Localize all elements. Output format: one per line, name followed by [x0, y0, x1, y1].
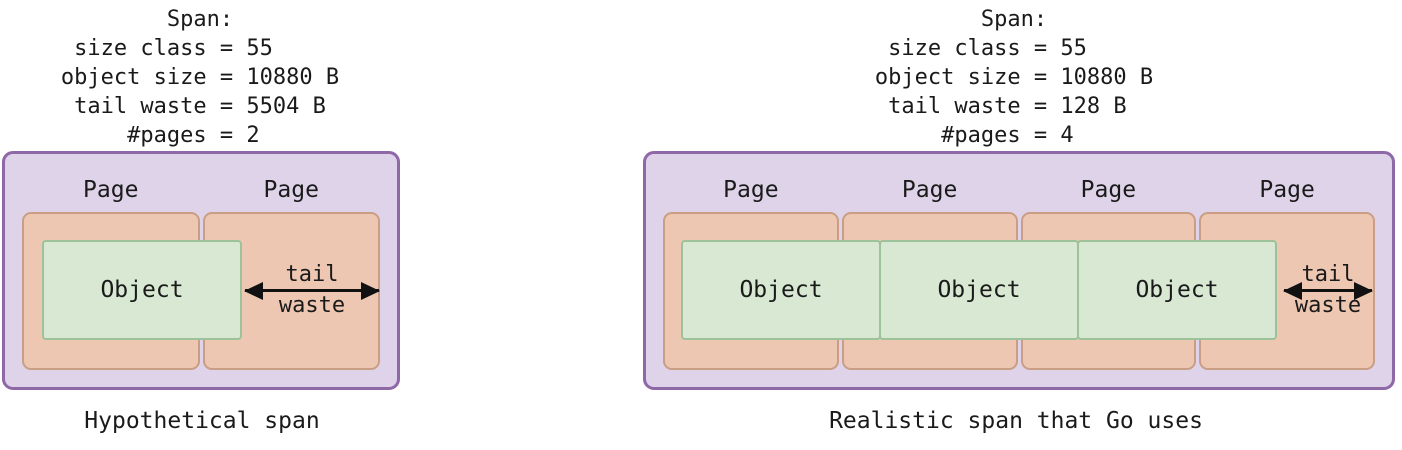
object-block: Object [1077, 240, 1277, 340]
size-class-line: size class = 55 [874, 36, 1087, 61]
tail-waste-line: tail waste = 5504 B [60, 94, 326, 119]
page-label: Page [263, 177, 319, 203]
page-label: Page [83, 177, 139, 203]
object-size-line: object size = 10880 B [874, 65, 1154, 90]
page-label: Page [1080, 177, 1137, 203]
tail-waste-label-top: tail [285, 262, 339, 287]
tail-waste-label-bottom: waste [1294, 293, 1362, 318]
page-label: Page [723, 177, 779, 203]
span-box-realistic: Page Page Page Page Object Object Object… [643, 151, 1395, 390]
objects-row: Object [42, 240, 242, 340]
object-size-line: object size = 10880 B [60, 65, 340, 90]
size-class-line: size class = 55 [60, 36, 273, 61]
page-label: Page [1259, 177, 1315, 203]
span-info-right: Span: size class = 55 object size = 1088… [875, 5, 1153, 150]
span-box-hypothetical: Page Page Object tail waste [2, 151, 400, 390]
span-info-left: Span: size class = 55 object size = 1088… [61, 5, 339, 150]
span-info-title: Span: [166, 7, 234, 32]
objects-row: Object Object Object [681, 240, 1277, 340]
object-block: Object [42, 240, 242, 340]
object-block: Object [681, 240, 881, 340]
page-label: Page [901, 177, 958, 203]
tail-waste-label-top: tail [1301, 262, 1355, 287]
object-block: Object [879, 240, 1079, 340]
tail-waste-arrow [245, 289, 379, 292]
span-info-title: Span: [980, 7, 1048, 32]
tail-waste-label-bottom: waste [278, 293, 346, 318]
pages-count-line: #pages = 4 [874, 123, 1074, 148]
caption-hypothetical-span: Hypothetical span [84, 408, 320, 434]
pages-count-line: #pages = 2 [60, 123, 260, 148]
page-labels-row: Page Page [22, 174, 380, 206]
tail-waste-line: tail waste = 128 B [874, 94, 1127, 119]
page-labels-row: Page Page Page Page [663, 174, 1375, 206]
tail-waste-arrow [1284, 289, 1372, 292]
caption-realistic-span: Realistic span that Go uses [829, 408, 1203, 434]
